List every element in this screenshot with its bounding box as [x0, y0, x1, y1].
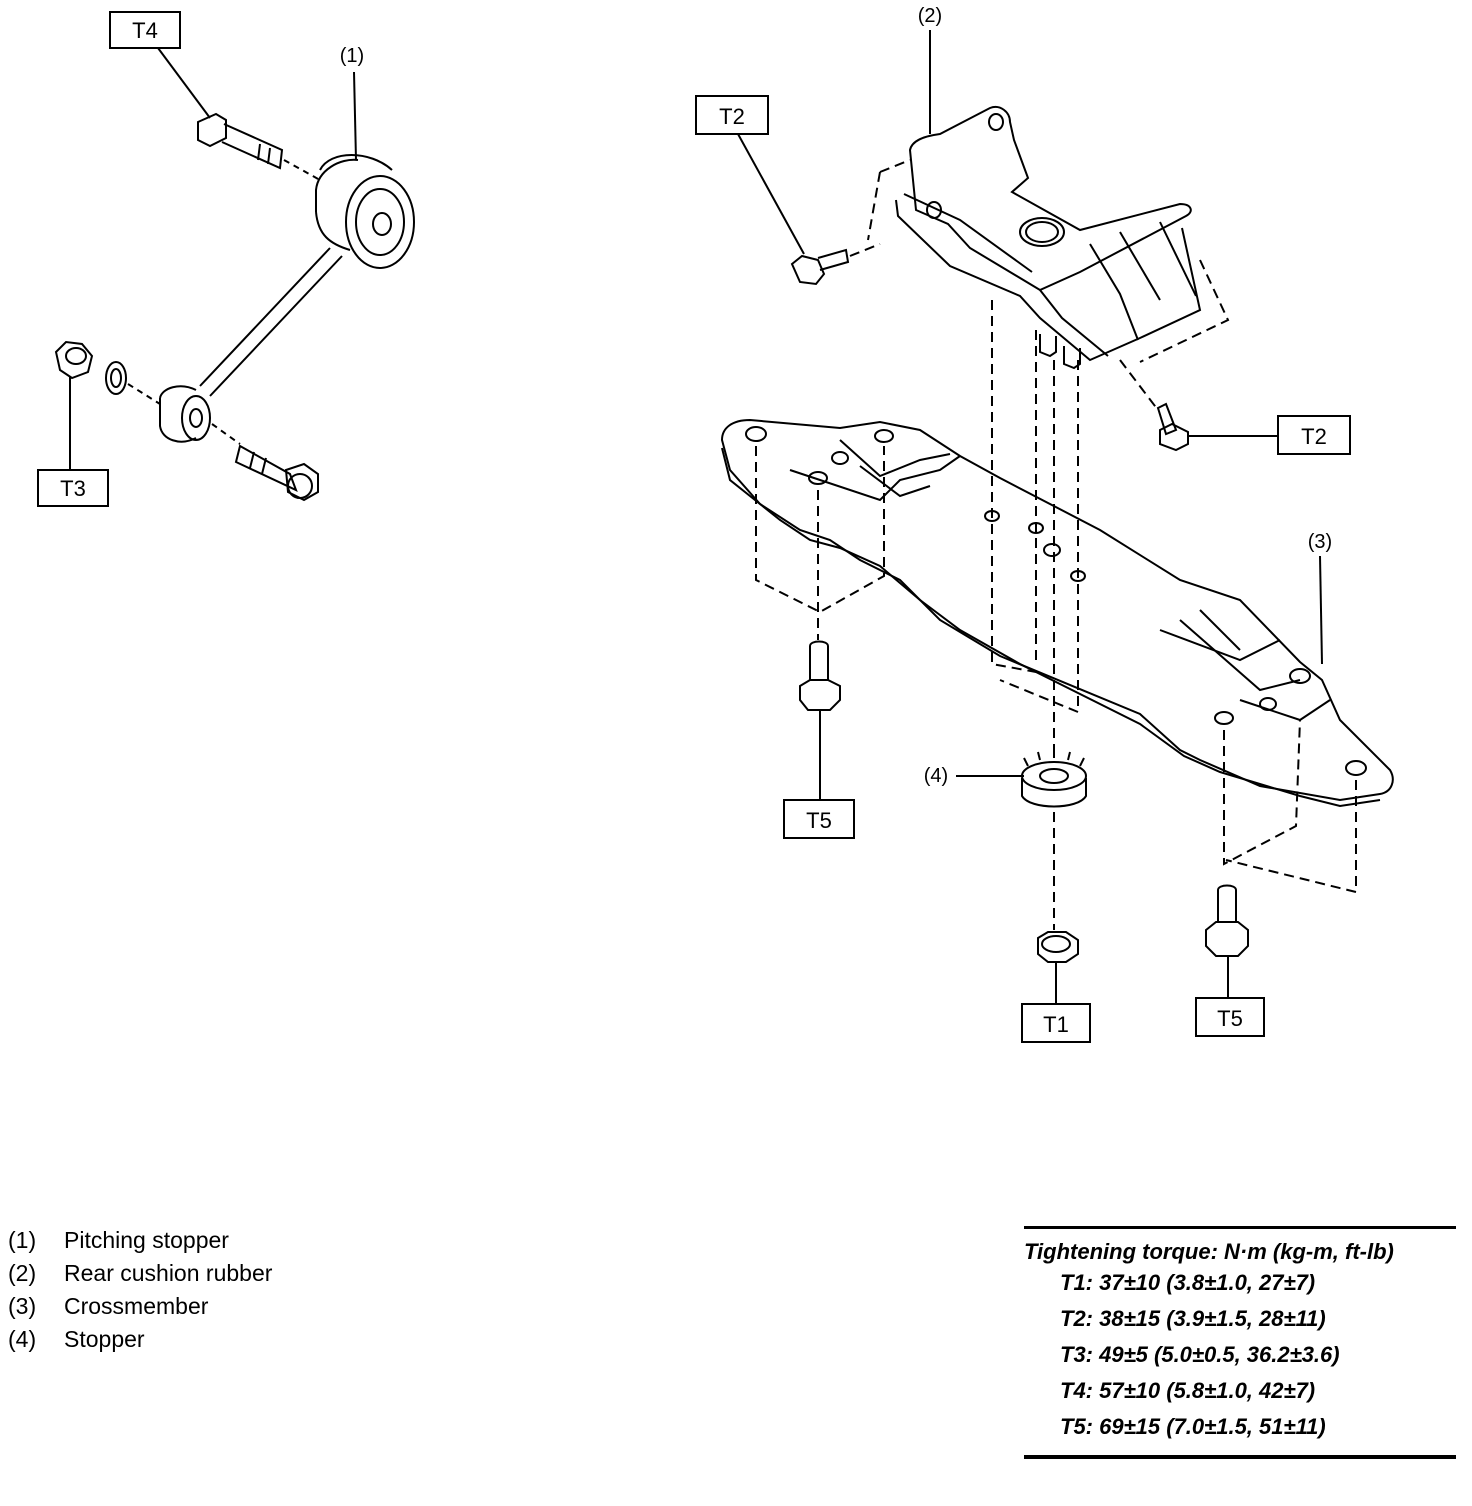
bolt-t5-right: T5 [1195, 884, 1265, 1037]
legend-item: (4) Stopper [8, 1323, 272, 1356]
callout-4: (4) [924, 765, 948, 787]
bolt-t2-upper: T2 [695, 95, 881, 286]
tag-t5-left-label: T5 [806, 808, 832, 833]
callout-3: (3) [1308, 531, 1332, 553]
legend-item: (1) Pitching stopper [8, 1224, 272, 1257]
legend-number: (4) [8, 1326, 37, 1352]
torque-title: Tightening torque: N·m (kg-m, ft-lb) [1024, 1239, 1394, 1264]
legend-item: (3) Crossmember [8, 1290, 272, 1323]
torque-bottom-rule [1024, 1455, 1456, 1459]
tag-t2-lower-label: T2 [1301, 424, 1327, 449]
legend-label: Stopper [64, 1326, 145, 1352]
washer [105, 361, 127, 395]
torque-line-t1: T1: 37±10 (3.8±1.0, 27±7) [1060, 1270, 1316, 1295]
nut-t3 [54, 340, 94, 380]
tag-t4: T4 [109, 11, 211, 119]
legend-label: Crossmember [64, 1293, 209, 1319]
link-rod [199, 247, 343, 397]
tag-t3-label: T3 [60, 476, 86, 501]
lower-bolt [211, 423, 319, 502]
callout-1-leader [353, 71, 357, 161]
legend-number: (2) [8, 1260, 37, 1286]
callout-2: (2) [918, 5, 942, 27]
torque-spec-box: Tightening torque: N·m (kg-m, ft-lb) T1:… [1024, 1226, 1456, 1459]
torque-line-t5: T5: 69±15 (7.0±1.5, 51±11) [1060, 1414, 1326, 1439]
tag-t4-label: T4 [132, 18, 158, 43]
callout-3-leader [1319, 555, 1323, 665]
legend-number: (1) [8, 1227, 37, 1253]
stopper: (4) [924, 750, 1087, 930]
crossmember: (3) [720, 300, 1394, 894]
callout-1: (1) [340, 45, 364, 67]
bolt-t2-lower: T2 [1119, 359, 1351, 455]
nut-t1: T1 [1021, 931, 1091, 1043]
legend-number: (3) [8, 1293, 37, 1319]
bolt-t5-left: T5 [783, 640, 855, 839]
legend-item: (2) Rear cushion rubber [8, 1257, 272, 1290]
torque-line-t4: T4: 57±10 (5.8±1.0, 42±7) [1060, 1378, 1316, 1403]
torque-top-rule [1024, 1226, 1456, 1229]
tag-t1-label: T1 [1043, 1012, 1069, 1037]
tag-t3: T3 [37, 376, 109, 507]
parts-legend: (1) Pitching stopper (2) Rear cushion ru… [8, 1224, 272, 1356]
upper-bolt [197, 112, 321, 181]
large-bushing [315, 154, 415, 269]
legend-label: Pitching stopper [64, 1227, 229, 1253]
rear-cushion-rubber: (2) [867, 5, 1230, 370]
torque-line-t3: T3: 49±5 (5.0±0.5, 36.2±3.6) [1060, 1342, 1340, 1367]
tag-t2-upper-label: T2 [719, 104, 745, 129]
legend-label: Rear cushion rubber [64, 1260, 273, 1286]
tag-t5-right-label: T5 [1217, 1006, 1243, 1031]
small-bushing [159, 385, 211, 443]
pitching-stopper-assembly: T4 (1) [37, 11, 415, 507]
torque-line-t2: T2: 38±15 (3.9±1.5, 28±11) [1060, 1306, 1326, 1331]
